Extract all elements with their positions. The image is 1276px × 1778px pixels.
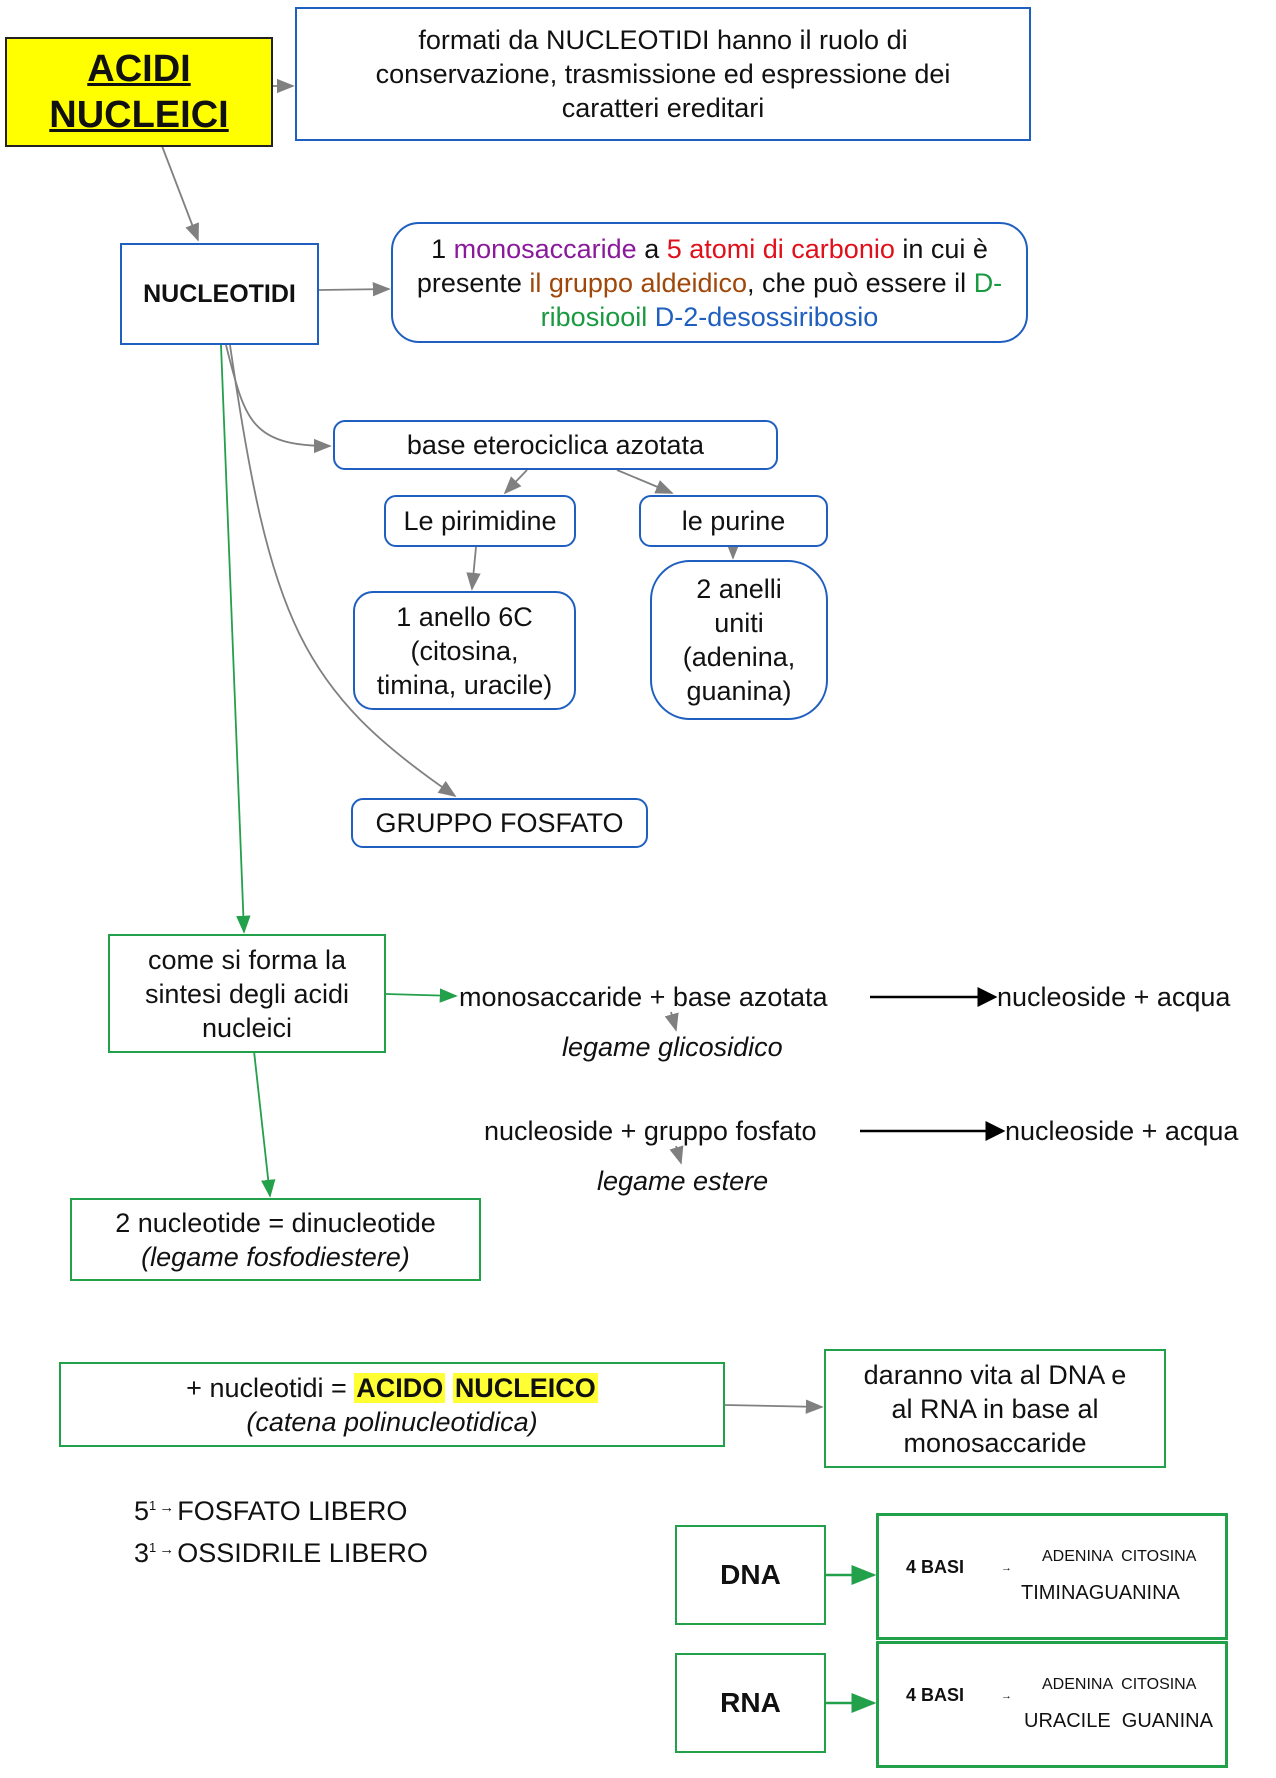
dinucleotide-line1: 2 nucleotide = dinucleotide: [115, 1207, 436, 1238]
highlight-acido: ACIDO: [354, 1372, 446, 1403]
edge-bond1: [664, 1011, 679, 1032]
edge-nucleotidi-synth: [220, 344, 251, 934]
edge-nucleotidi-mono: [318, 282, 391, 297]
arrow-icon: →: [159, 1541, 175, 1558]
end-sup: 1: [149, 1540, 157, 1555]
title-box: ACIDI NUCLEICI: [5, 37, 273, 147]
eq1-bond: legame glicosidico: [562, 1032, 783, 1062]
daranno-box: daranno vita al DNA e al RNA in base al …: [824, 1349, 1166, 1468]
nucleotidi-box: NUCLEOTIDI: [120, 243, 319, 345]
edge-synth-eq: [385, 988, 458, 1003]
monosaccharide-text: 1 monosaccaride a 5 atomi di carbonio in…: [411, 232, 1008, 334]
text-part: , che può essere il: [747, 267, 974, 298]
term-desossiribosio: D-2-desossiribosio: [654, 301, 879, 332]
rna-bases-box: [876, 1641, 1228, 1768]
acido-box: + nucleotidi = ACIDO NUCLEICO (catena po…: [59, 1362, 725, 1447]
title-line2: NUCLEICI: [49, 94, 229, 136]
dna-label: DNA: [720, 1559, 781, 1590]
term-aldeidico: il gruppo aldeidico: [529, 267, 748, 298]
daranno-line: al RNA in base al: [891, 1393, 1099, 1424]
rna-label: RNA: [720, 1687, 781, 1718]
rna-basi: 4 BASI: [906, 1685, 965, 1705]
term-monosaccaride: monosaccaride: [453, 233, 637, 264]
end-sup: 1: [149, 1498, 157, 1513]
base-box: base eterociclica azotata: [333, 420, 778, 470]
term-oil: oil: [620, 301, 655, 332]
daranno-line: monosaccaride: [903, 1427, 1087, 1458]
synthesis-line: nucleici: [201, 1012, 293, 1043]
pirimidine-desc-box: 1 anello 6C (citosina, timina, uracile): [353, 591, 576, 710]
desc-line: 1 anello 6C: [396, 601, 533, 632]
eq2-bond: legame estere: [597, 1166, 769, 1196]
pirimidine-label: Le pirimidine: [403, 506, 557, 536]
base-label: base eterociclica azotata: [406, 430, 705, 460]
highlight-nucleico: NUCLEICO: [452, 1372, 598, 1403]
rna-arrow-icon: →: [1001, 1690, 1012, 1702]
text-part: in cui è presente: [416, 233, 988, 298]
dna-row1: ADENINA CITOSINA: [1042, 1548, 1197, 1565]
edge-nucleotidi-base: [225, 344, 332, 454]
purine-box: le purine: [639, 495, 828, 547]
eq2-left: nucleoside + gruppo fosfato: [484, 1116, 817, 1146]
purine-desc-box: 2 anelli uniti (adenina, guanina): [650, 560, 828, 720]
dna-arrow-icon: →: [1001, 1562, 1012, 1574]
acido-line2: (catena polinucleotidica): [246, 1406, 538, 1437]
dinucleotide-box: 2 nucleotide = dinucleotide (legame fosf…: [70, 1198, 481, 1281]
dna-basi: 4 BASI: [906, 1557, 965, 1577]
pirimidine-box: Le pirimidine: [384, 495, 576, 547]
dna-box: DNA: [675, 1525, 826, 1625]
edge-pirimidine-anello: [466, 546, 481, 591]
desc-line: guanina): [686, 676, 792, 706]
nucleotidi-label: NUCLEOTIDI: [143, 279, 296, 308]
edge-synth-dinuc: [253, 1050, 276, 1198]
fosfato-label: GRUPPO FOSFATO: [375, 808, 624, 838]
acido-line1: + nucleotidi = ACIDO NUCLEICO: [186, 1371, 598, 1405]
acido-prefix: + nucleotidi =: [186, 1372, 355, 1403]
edge-bond2: [669, 1145, 684, 1165]
desc-line: timina, uracile): [376, 669, 553, 700]
end-label: FOSFATO LIBERO: [177, 1496, 408, 1526]
dna-bases-box: [876, 1513, 1228, 1640]
term-ribosio: D-ribosio: [540, 267, 1003, 332]
synthesis-box: come si forma la sintesi degli acidi nuc…: [108, 934, 386, 1053]
dna-row2: TIMINAGUANINA: [1021, 1582, 1180, 1604]
title-line1: ACIDI: [87, 48, 191, 90]
synthesis-line: sintesi degli acidi: [144, 978, 350, 1009]
edge-nucleotidi-fosfato: [229, 344, 457, 798]
edge-base-pirimidine: [503, 469, 528, 495]
edge-base-purine: [616, 469, 674, 494]
text-part: a: [636, 233, 667, 264]
eq2-right: nucleoside + acqua: [1005, 1116, 1239, 1146]
rna-row2: URACILE GUANINA: [1024, 1710, 1213, 1732]
eq1-right: nucleoside + acqua: [997, 982, 1231, 1012]
purine-label: le purine: [681, 506, 786, 536]
end-number: 3: [134, 1538, 150, 1568]
end-label: OSSIDRILE LIBERO: [177, 1538, 428, 1568]
arrow-icon: →: [159, 1499, 175, 1516]
end-5: 51→FOSFATO LIBERO: [134, 1489, 407, 1528]
end-3: 31→OSSIDRILE LIBERO: [134, 1531, 428, 1570]
daranno-line: daranno vita al DNA e: [863, 1359, 1127, 1390]
rna-box: RNA: [675, 1653, 826, 1753]
synthesis-line: come si forma la: [147, 944, 347, 975]
text-part: 1: [431, 233, 454, 264]
fosfato-box: GRUPPO FOSFATO: [351, 798, 648, 848]
monosaccharide-box: 1 monosaccaride a 5 atomi di carbonio in…: [391, 222, 1028, 343]
desc-line: (adenina,: [682, 642, 796, 672]
desc-line: uniti: [714, 608, 764, 638]
desc-line: (citosina,: [410, 635, 519, 666]
definition-box: formati da NUCLEOTIDI hanno il ruolo di …: [295, 7, 1031, 141]
edge-acido-daranno: [724, 1399, 824, 1414]
rna-row1: ADENINA CITOSINA: [1042, 1676, 1197, 1693]
eq1-left: monosaccaride + base azotata: [459, 982, 828, 1012]
edge-acidi-nucleotidi: [161, 145, 199, 242]
term-atomi: 5 atomi di carbonio: [666, 233, 895, 264]
end-number: 5: [134, 1496, 150, 1526]
desc-line: 2 anelli: [696, 574, 782, 604]
dinucleotide-line2: (legame fosfodiestere): [141, 1241, 410, 1272]
definition-text: formati da NUCLEOTIDI hanno il ruolo di …: [375, 25, 951, 123]
